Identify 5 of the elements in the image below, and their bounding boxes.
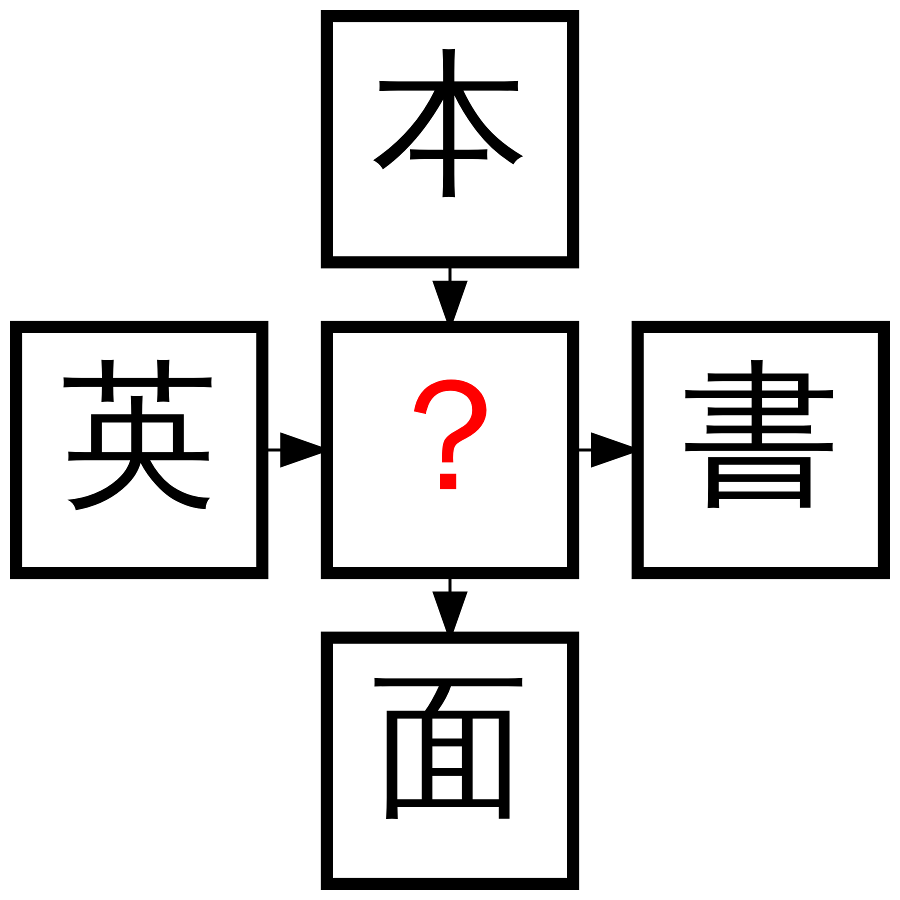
node-box: 書 [632,320,890,580]
node-box: 本 [320,10,580,268]
node-box: 英 [10,320,268,580]
node-box: ？ [320,320,580,580]
node-box: 面 [320,632,580,890]
